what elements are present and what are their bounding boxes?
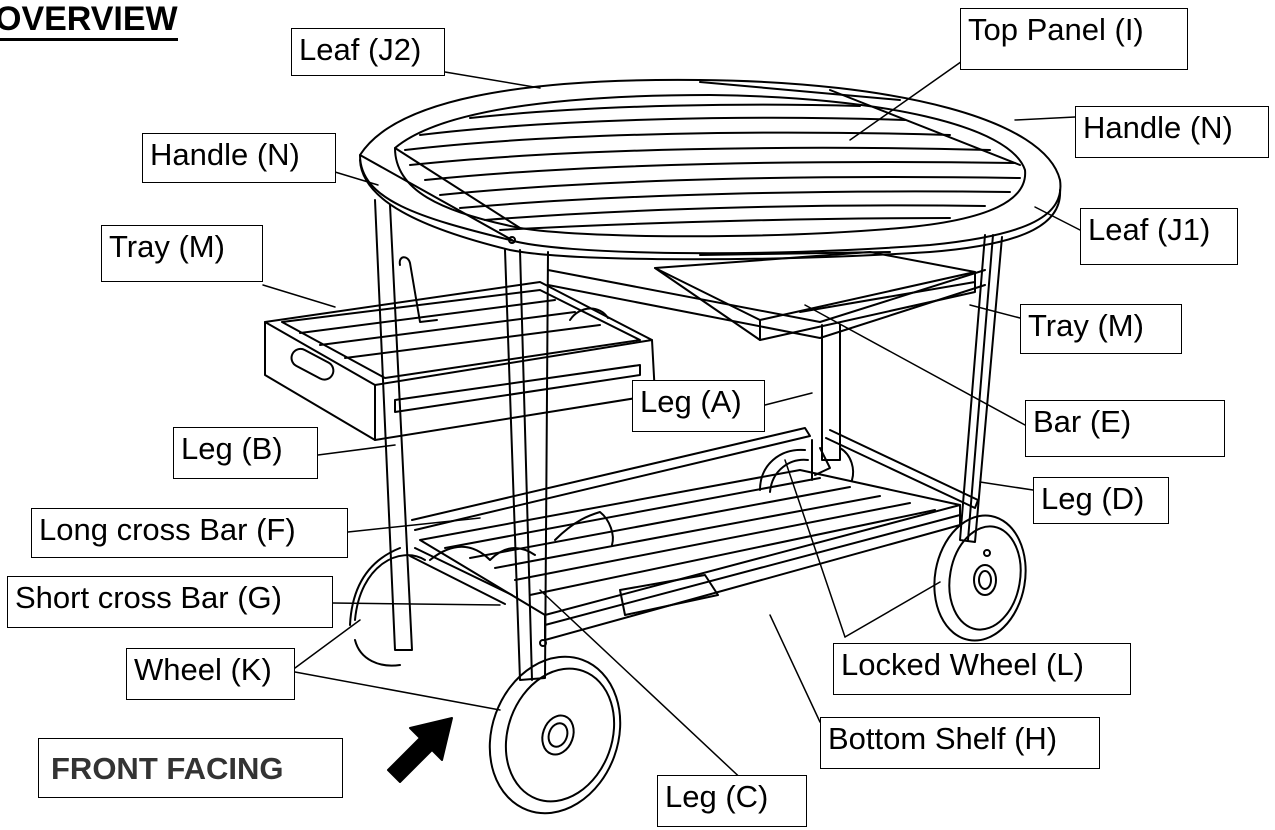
- top-panel: [359, 78, 1062, 261]
- label-short-cross-bar: Short cross Bar (G): [7, 576, 333, 628]
- label-long-cross-bar: Long cross Bar (F): [31, 508, 348, 558]
- legs: [374, 199, 1003, 681]
- label-tray-left: Tray (M): [101, 225, 263, 282]
- label-leg-a: Leg (A): [632, 380, 765, 432]
- bottom-shelf: [419, 469, 961, 641]
- label-handle-left: Handle (N): [142, 133, 336, 183]
- front-facing-label: FRONT FACING: [38, 738, 343, 798]
- label-leg-d: Leg (D): [1033, 477, 1169, 524]
- trays: [264, 251, 976, 441]
- wheels: [349, 447, 1027, 815]
- label-tray-right: Tray (M): [1020, 304, 1182, 354]
- label-bottom-shelf: Bottom Shelf (H): [820, 717, 1100, 769]
- label-leaf-j2: Leaf (J2): [291, 28, 445, 76]
- label-top-panel: Top Panel (I): [960, 8, 1188, 70]
- label-leaf-j1: Leaf (J1): [1080, 208, 1238, 265]
- label-leg-b: Leg (B): [173, 427, 318, 479]
- label-wheel: Wheel (K): [126, 648, 295, 700]
- leader-lines: [262, 51, 1081, 786]
- cross-bars: [409, 269, 986, 605]
- overview-title: OVERVIEW: [0, 0, 178, 41]
- label-bar-e: Bar (E): [1025, 400, 1225, 457]
- front-facing-arrow-icon: [387, 717, 453, 783]
- label-locked-wheel: Locked Wheel (L): [833, 643, 1131, 695]
- label-handle-right: Handle (N): [1075, 106, 1269, 158]
- label-leg-c: Leg (C): [657, 775, 807, 827]
